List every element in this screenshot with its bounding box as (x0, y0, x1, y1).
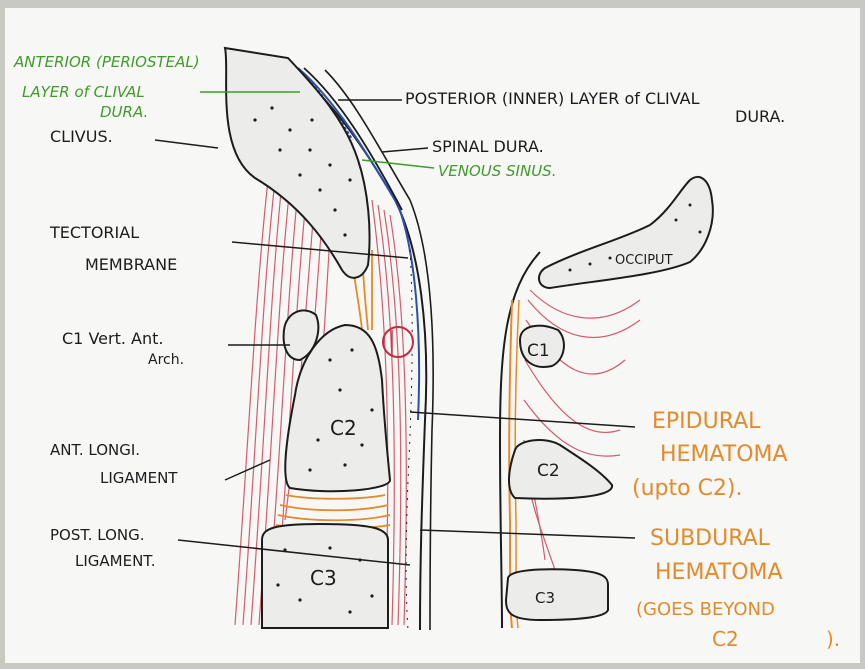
anterior-dura-label-1: ANTERIOR (PERIOSTEAL) (13, 53, 200, 71)
post-long-ligament-label-2: LIGAMENT. (75, 552, 155, 570)
epidural-hematoma-label-1: EPIDURAL (652, 409, 761, 434)
clivus-label: CLIVUS. (50, 127, 113, 146)
occiput-label: OCCIPUT (615, 253, 673, 268)
tectorial-label-1: TECTORIAL (49, 223, 139, 242)
subdural-hematoma-label-1: SUBDURAL (650, 526, 771, 551)
c3-right-label: C3 (535, 589, 555, 607)
subdural-hematoma-label-3: (GOES BEYOND (636, 599, 775, 620)
c3-vertebra-right (506, 569, 608, 620)
c1-arch-label-1: C1 Vert. Ant. (62, 329, 163, 348)
venous-sinus-label: VENOUS SINUS. (438, 162, 556, 180)
subdural-hematoma-label-5: ). (826, 627, 840, 651)
post-long-ligament-label-1: POST. LONG. (50, 526, 145, 544)
posterior-dura-label-2: DURA. (735, 107, 785, 126)
anterior-dura-label-2: LAYER of CLIVAL (22, 83, 145, 101)
anterior-dura-label-3: DURA. (100, 103, 148, 121)
c2-right-label: C2 (537, 461, 560, 481)
c3-left-label: C3 (310, 566, 337, 590)
epidural-hematoma-label-3: (upto C2). (632, 476, 743, 501)
ant-long-ligament-label-1: ANT. LONGI. (50, 441, 140, 459)
spinal-dura-label: SPINAL DURA. (432, 137, 544, 156)
c2-left-label: C2 (330, 416, 357, 440)
ant-long-ligament-label-2: LIGAMENT (100, 469, 178, 487)
c1-arch-label-2: Arch. (148, 352, 184, 368)
subdural-hematoma-label-4: C2 (712, 627, 739, 651)
c1-right-label: C1 (527, 341, 550, 361)
posterior-dura-label-1: POSTERIOR (INNER) LAYER of CLIVAL (405, 89, 700, 108)
subdural-hematoma-label-2: HEMATOMA (655, 560, 783, 585)
tectorial-label-2: MEMBRANE (85, 255, 177, 274)
epidural-hematoma-label-2: HEMATOMA (660, 442, 788, 467)
